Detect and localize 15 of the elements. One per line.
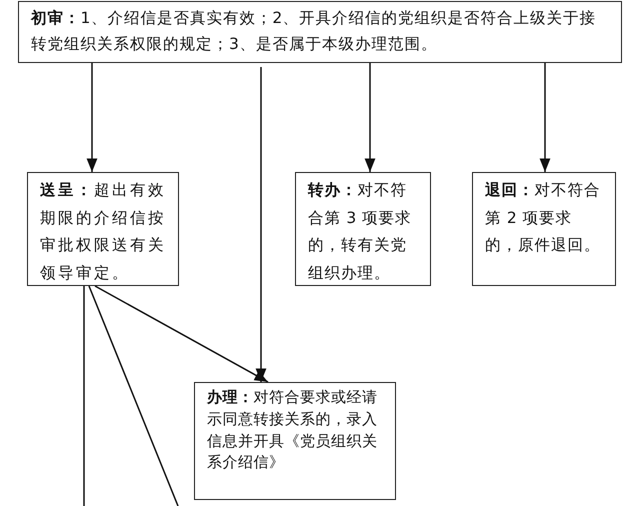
process-box [27,172,179,286]
arrow [364,63,376,172]
step-text: 退回：对不符合第 2 项要求的，原件退回。 [485,180,602,256]
process-box [472,172,616,286]
arrow [94,285,268,383]
step-text: 送呈：超出有效期限的介绍信按审批权限送有关领导审定。 [40,180,167,284]
arrow [540,63,550,172]
process-box [18,1,622,63]
process-box [194,382,396,500]
step-text: 转办：对不符合第 3 项要求的，转有关党组织办理。 [308,180,413,284]
arrow [256,67,266,382]
arrow [86,63,98,172]
step-text: 办理：对符合要求或经请示同意转接关系的，录入信息并开具《党员组织关系介绍信》 [207,387,378,474]
step-text: 初审：1、介绍信是否真实有效；2、开具介绍信的党组织是否符合上级关于接转党组织关系权限的规定；3、是否属于本级办理范围。 [31,8,598,56]
process-box [295,172,431,286]
